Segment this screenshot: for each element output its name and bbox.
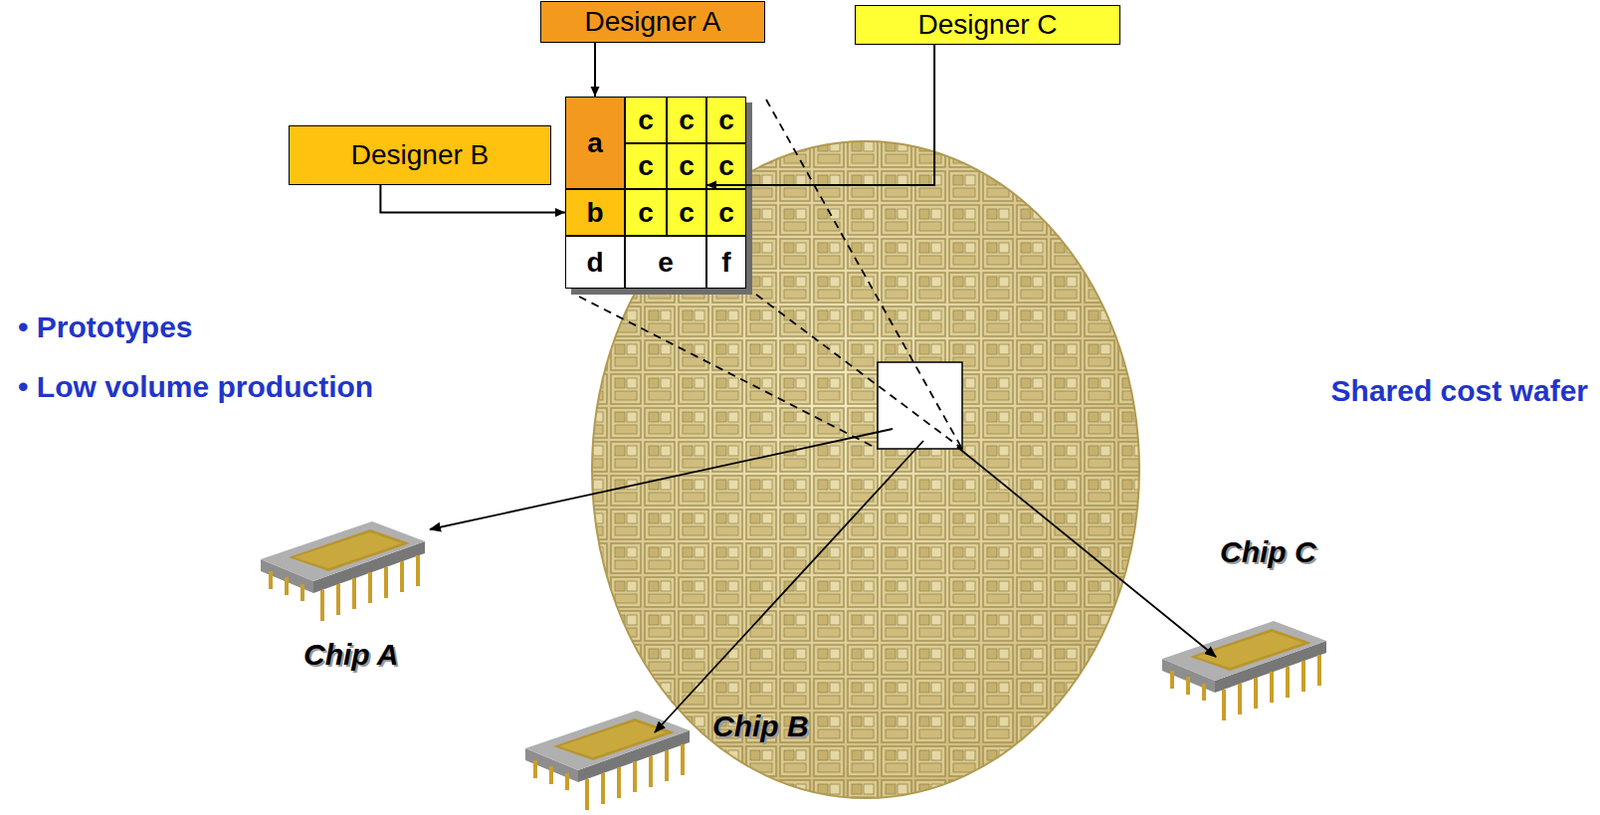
connector-arrow <box>706 44 935 191</box>
chip-label: Chip A <box>303 639 400 670</box>
wafer-cell: c <box>706 189 747 236</box>
node-text: e <box>657 248 674 277</box>
wafer-cell: d <box>565 235 625 289</box>
bullet-note: • Low volume production <box>17 370 374 403</box>
wafer-cell: c <box>666 189 707 236</box>
node-text: Designer A <box>585 7 722 36</box>
chip-label: Chip B <box>712 711 809 742</box>
wafer-cell: c <box>624 189 667 236</box>
node-text: c <box>678 106 695 135</box>
bullet-note: • Prototypes <box>17 310 194 344</box>
wafer-cell: c <box>666 143 707 190</box>
wafer-cell: e <box>624 235 707 289</box>
side-note: Shared cost wafer <box>1331 374 1589 407</box>
chip-name: Chip C <box>1219 537 1317 568</box>
wafer-cell: c <box>624 96 667 144</box>
connector-arrow <box>380 185 566 217</box>
designer-box: Designer B <box>288 125 552 186</box>
node-text: c <box>637 152 654 181</box>
node-text: c <box>637 199 654 227</box>
node-text: c <box>718 199 735 227</box>
connector-line <box>380 185 566 213</box>
wafer-cell: f <box>706 235 747 289</box>
chip-name: Chip A <box>303 639 400 670</box>
node-text: c <box>637 106 654 135</box>
chip-label: Chip C <box>1219 537 1317 568</box>
node-text: a <box>587 129 603 158</box>
arrow-head <box>706 181 717 191</box>
node-text: c <box>718 106 735 135</box>
arrow-head <box>555 207 566 217</box>
wafer-cell: b <box>565 189 625 236</box>
designer-box: Designer A <box>540 0 766 43</box>
wafer-cell: c <box>706 96 747 144</box>
node-text: c <box>678 199 695 227</box>
node-text: b <box>586 199 603 227</box>
wafer-cell: c <box>624 143 667 190</box>
node-text: Designer B <box>351 141 490 170</box>
node-text: c <box>678 152 695 181</box>
node-text: c <box>718 152 735 181</box>
node-text: d <box>586 248 603 277</box>
wafer-cell: a <box>565 96 625 190</box>
designer-box: Designer C <box>854 4 1121 45</box>
arrow-head <box>591 86 600 97</box>
node-text: f <box>721 248 731 277</box>
connector-line <box>594 42 597 97</box>
wafer-cell: c <box>706 143 747 190</box>
connector-line <box>706 44 935 186</box>
wafer-cell: c <box>666 96 707 144</box>
chip-name: Chip B <box>712 711 809 742</box>
connector-arrow <box>591 42 600 97</box>
node-text: Designer C <box>917 10 1057 39</box>
